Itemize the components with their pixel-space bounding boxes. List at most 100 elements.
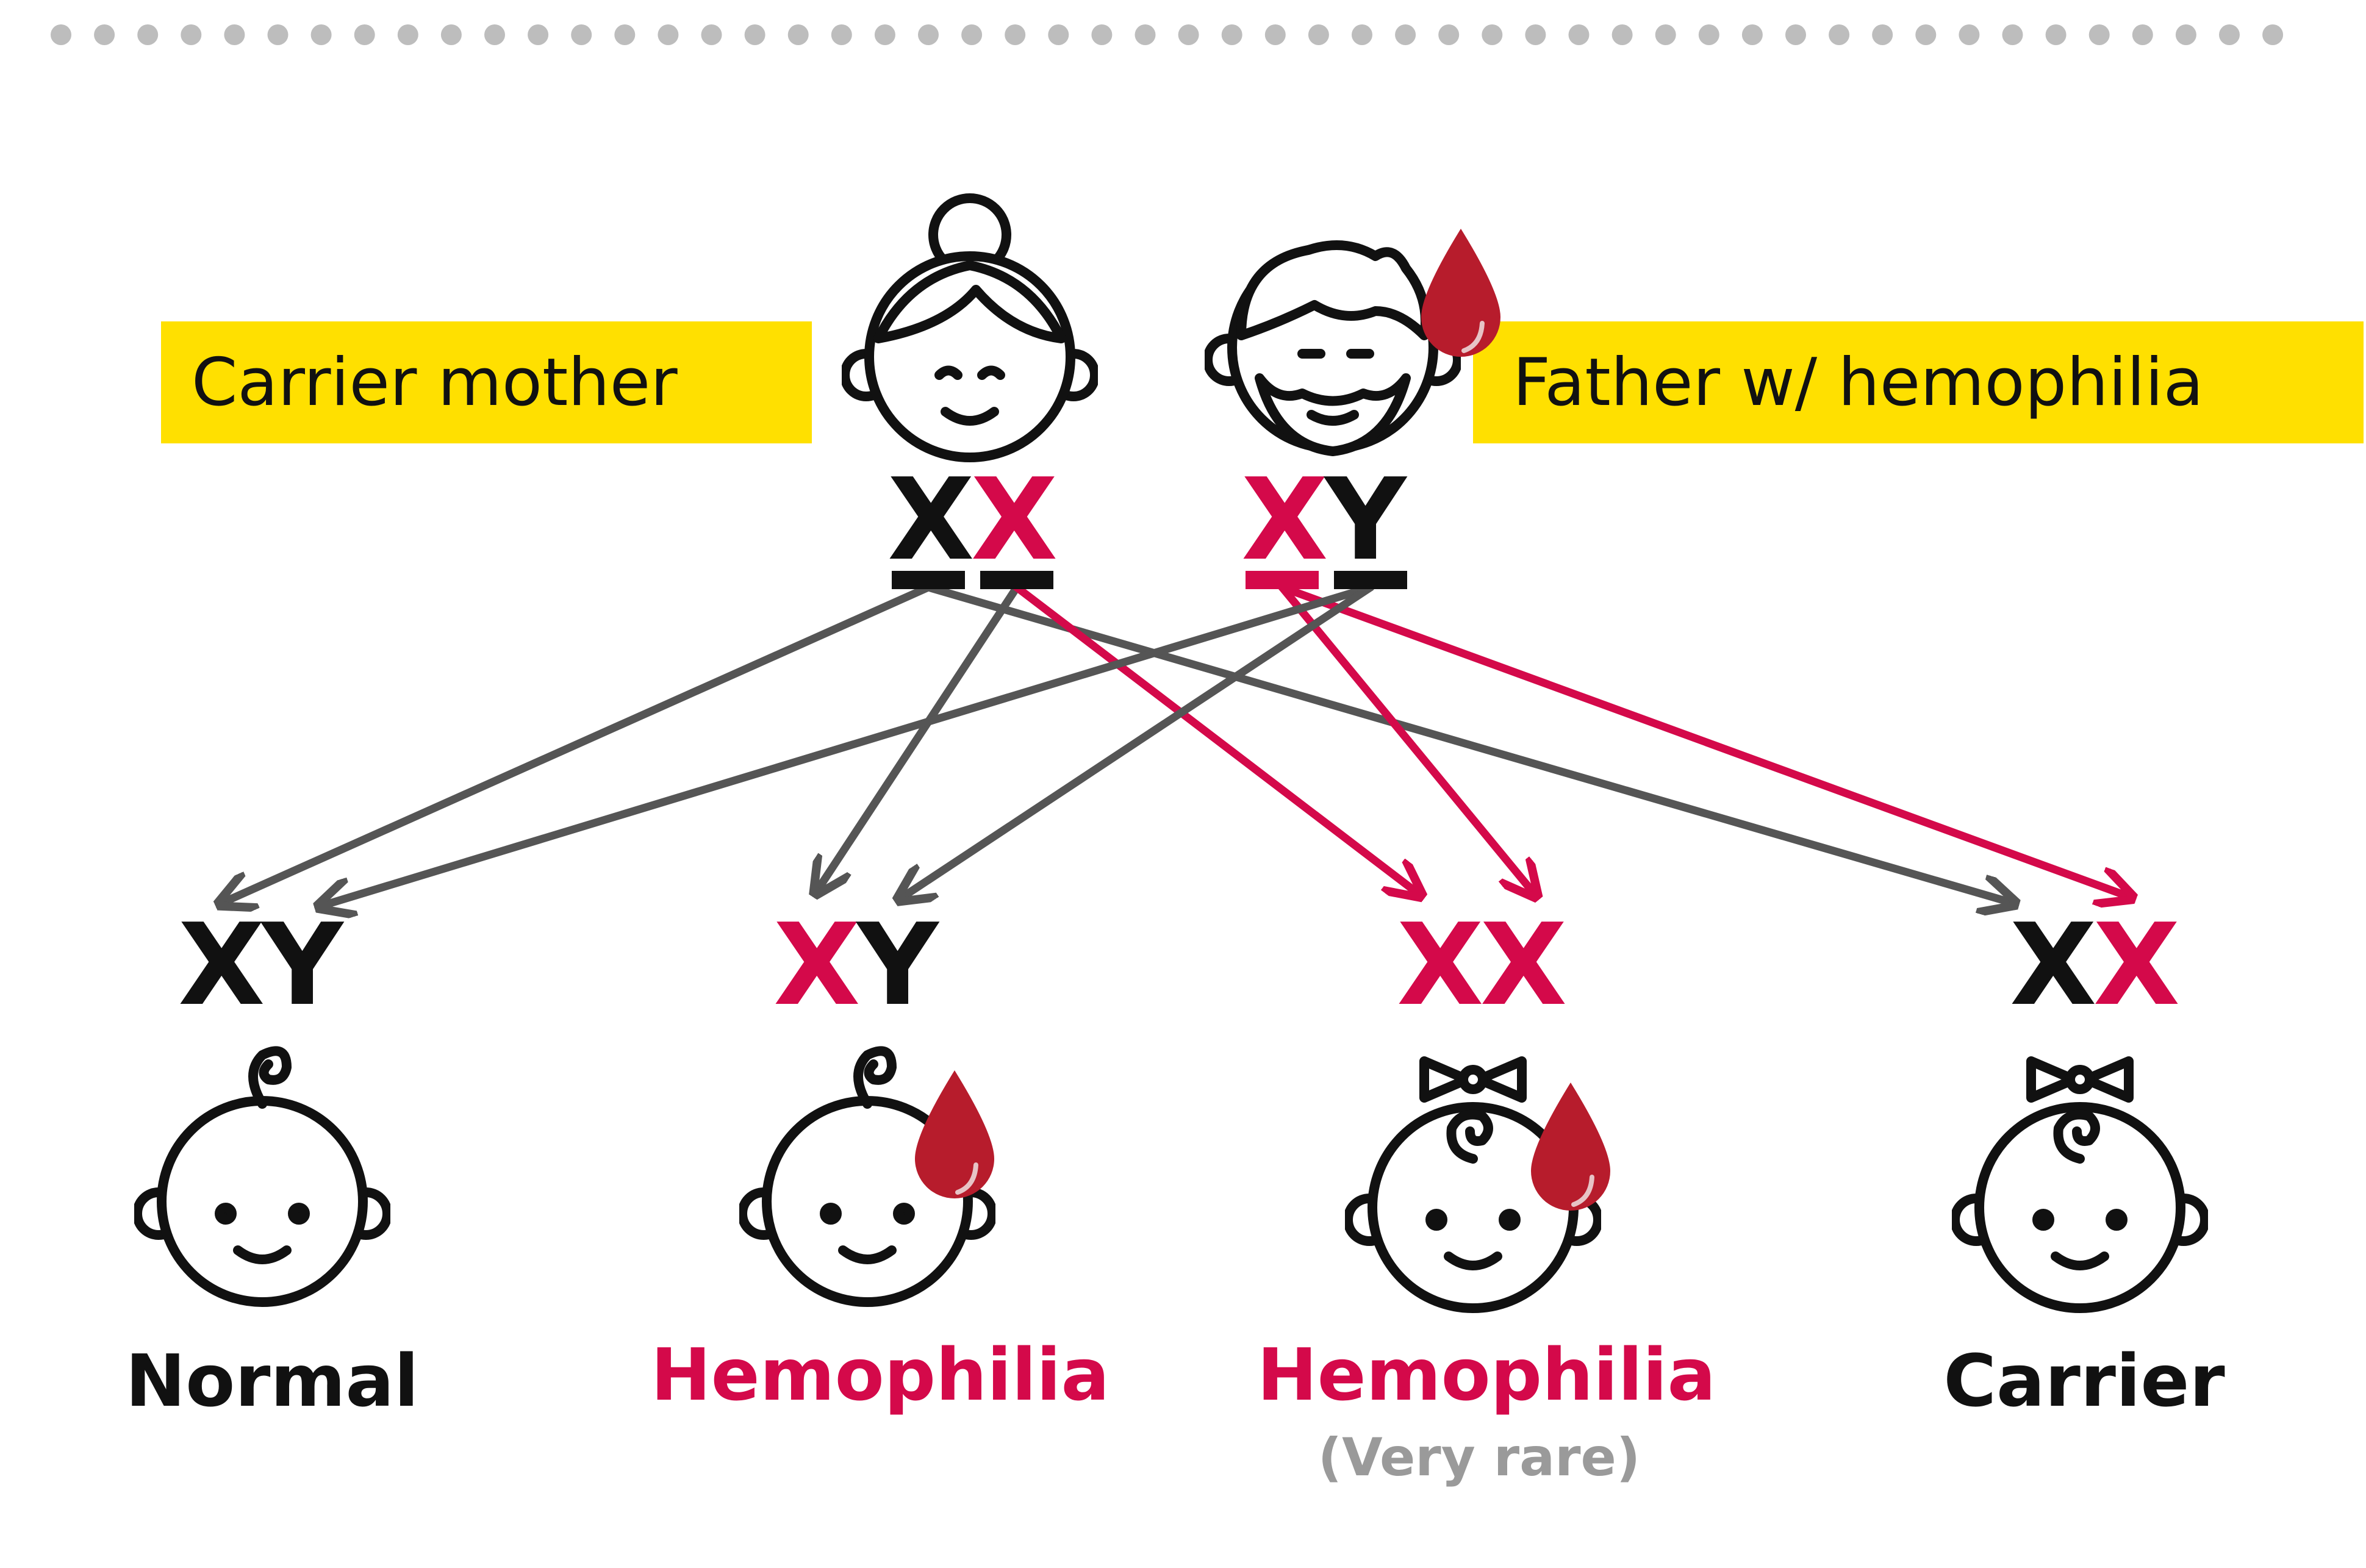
divider-dot xyxy=(1611,24,1633,45)
divider-dot xyxy=(267,24,289,45)
divider-dot xyxy=(51,24,71,45)
baby-girl-icon xyxy=(1952,1056,2208,1313)
bearded-man-face-icon xyxy=(1205,240,1461,456)
child-4-chromosome-2: X xyxy=(2093,899,2181,1031)
child-1-chromosome-2: Y xyxy=(261,899,343,1031)
divider-dot xyxy=(1178,24,1199,45)
inheritance-arrow-father-y-to-child-2 xyxy=(902,583,1375,898)
child-4-chromosome-1: X xyxy=(2010,899,2097,1031)
child-2-chromosome-2: Y xyxy=(856,899,939,1031)
child-1-label: Normal xyxy=(125,1339,419,1423)
divider-dot xyxy=(1525,24,1546,45)
inheritance-arrow-mother-x-black-to-child-4 xyxy=(924,583,2012,903)
divider-dot xyxy=(2002,24,2023,45)
child-3-label: Hemophilia xyxy=(1256,1333,1716,1417)
divider-dot xyxy=(2219,24,2240,45)
divider-dot xyxy=(1959,24,1980,45)
baby-boy-icon xyxy=(134,1046,390,1307)
divider-dot xyxy=(484,24,505,45)
divider-dot xyxy=(1915,24,1937,45)
divider-dot xyxy=(918,24,939,45)
divider-dot xyxy=(2132,24,2153,45)
father-x-red-underline xyxy=(1246,571,1319,589)
divider-dot xyxy=(1091,24,1113,45)
divider-dot xyxy=(354,24,375,45)
divider-dot xyxy=(614,24,636,45)
divider-dot xyxy=(874,24,895,45)
mother-chromosome-2: X xyxy=(970,454,1058,585)
divider-dot xyxy=(94,24,115,45)
divider-dot xyxy=(1221,24,1242,45)
mother-label-banner: Carrier mother xyxy=(161,321,812,443)
divider-dot xyxy=(1438,24,1460,45)
divider-dot xyxy=(1352,24,1372,45)
divider-dot xyxy=(2262,24,2284,45)
divider-dot xyxy=(1568,24,1590,45)
divider-dot xyxy=(1872,24,1893,45)
father-chromosome-1: X xyxy=(1241,454,1328,585)
divider-dot xyxy=(658,24,679,45)
child-3-note: (Very rare) xyxy=(1317,1427,1641,1488)
woman-face-icon xyxy=(842,193,1098,462)
child-3-chromosomes: XX xyxy=(1397,909,1567,1022)
inheritance-arrow-father-x-red-to-child-3 xyxy=(1278,583,1534,893)
divider-dot xyxy=(2045,24,2067,45)
inheritance-arrow-father-x-red-to-child-4 xyxy=(1278,583,2129,897)
divider-dot xyxy=(397,24,418,45)
divider-dot xyxy=(1264,24,1286,45)
blood-drop-icon xyxy=(1531,1083,1610,1211)
inheritance-arrow-mother-x-black-to-child-1 xyxy=(223,583,933,903)
inheritance-arrow-mother-x-red-to-child-3 xyxy=(1013,583,1418,893)
divider-dot xyxy=(1698,24,1719,45)
divider-dot xyxy=(1655,24,1676,45)
inheritance-arrow-mother-x-red-to-child-2 xyxy=(817,583,1021,890)
divider-dot xyxy=(1785,24,1806,45)
divider-dot xyxy=(1005,24,1026,45)
mother-x-black-underline xyxy=(892,571,965,589)
blood-drop-icon xyxy=(1421,229,1500,357)
mother-chromosomes: XX xyxy=(887,464,1058,576)
child-1-chromosome-1: X xyxy=(178,899,265,1031)
divider-dot xyxy=(961,24,983,45)
divider-dot xyxy=(1829,24,1850,45)
divider-dot xyxy=(2175,24,2196,45)
child-3-chromosome-1: X xyxy=(1397,899,1484,1031)
dotted-divider xyxy=(51,24,2284,45)
father-chromosome-2: Y xyxy=(1324,454,1407,585)
divider-dot xyxy=(440,24,462,45)
child-3-chromosome-2: X xyxy=(1480,899,1568,1031)
father-chromosomes: XY xyxy=(1241,464,1407,576)
divider-dot xyxy=(831,24,852,45)
divider-dot xyxy=(1048,24,1069,45)
divider-dot xyxy=(2088,24,2110,45)
child-2-label: Hemophilia xyxy=(650,1333,1110,1417)
child-4-chromosomes: XX xyxy=(2010,909,2180,1022)
child-2-chromosomes: XY xyxy=(773,909,939,1022)
divider-dot xyxy=(1135,24,1156,45)
blood-drop-icon xyxy=(915,1070,994,1198)
divider-dot xyxy=(571,24,592,45)
child-1-chromosomes: XY xyxy=(178,909,343,1022)
mother-label: Carrier mother xyxy=(192,344,678,421)
father-y-underline xyxy=(1334,571,1407,589)
divider-dot xyxy=(528,24,549,45)
divider-dot xyxy=(1308,24,1329,45)
divider-dot xyxy=(181,24,202,45)
child-2-chromosome-1: X xyxy=(773,899,861,1031)
divider-dot xyxy=(1482,24,1503,45)
father-label: Father w/ hemophilia xyxy=(1513,344,2204,421)
mother-chromosome-1: X xyxy=(887,454,975,585)
mother-x-red-underline xyxy=(980,571,1053,589)
divider-dot xyxy=(701,24,722,45)
divider-dot xyxy=(1395,24,1416,45)
baby-girl-icon xyxy=(1345,1056,1601,1313)
divider-dot xyxy=(1741,24,1763,45)
divider-dot xyxy=(137,24,159,45)
divider-dot xyxy=(224,24,245,45)
divider-dot xyxy=(310,24,332,45)
divider-dot xyxy=(787,24,809,45)
child-4-label: Carrier xyxy=(1943,1339,2225,1423)
inheritance-arrow-father-y-to-child-1 xyxy=(322,583,1375,906)
